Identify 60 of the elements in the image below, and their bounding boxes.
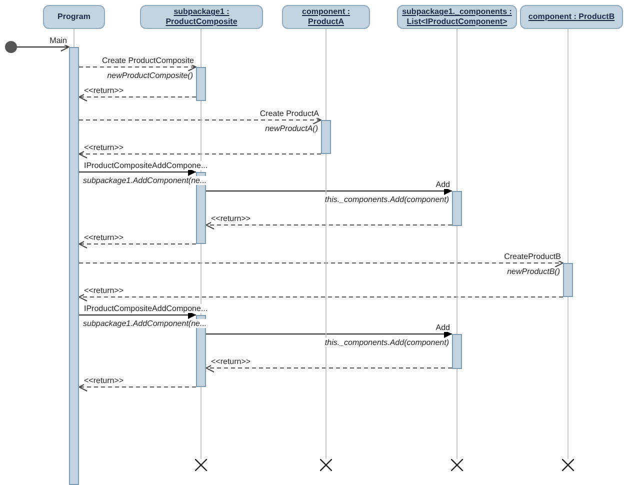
message-label: Create ProductComposite (102, 56, 194, 65)
message-arrow (78, 150, 322, 158)
message-arrow (78, 92, 196, 102)
method-signature: this._components.Add(component) (324, 338, 449, 347)
message-arrow (16, 42, 70, 52)
message-arrow (206, 220, 452, 230)
lifeline (200, 28, 202, 68)
activation-bar (452, 191, 462, 226)
activation-bar (563, 263, 573, 297)
message-label: CreateProductB (504, 252, 561, 261)
message-label: IProductCompositeAddCompone... (84, 161, 208, 170)
lifeline (456, 368, 458, 460)
message-arrow (78, 258, 564, 268)
method-signature: newProductB() (507, 267, 560, 276)
destroy-mark-icon (562, 459, 574, 471)
lifeline-header: subpackage1._components : List<IProductComponent> (397, 5, 517, 29)
message-label: Add (436, 323, 450, 332)
message-arrow (78, 311, 196, 319)
lifeline-header: subpackage1 : ProductComposite (140, 5, 263, 29)
lifeline (456, 226, 458, 334)
lifeline (200, 100, 202, 172)
message-label: Create ProductA (260, 109, 319, 118)
initial-node (5, 41, 17, 53)
method-signature: subpackage1.AddComponent(ne... (83, 319, 207, 328)
method-signature: newProductA() (265, 124, 318, 133)
message-arrow (78, 62, 196, 72)
lifeline-header: component : ProductB (520, 5, 623, 29)
activation-bar (452, 334, 462, 369)
message-label: Main (50, 36, 67, 45)
lifeline-header: component : ProductA (282, 5, 370, 29)
message-label: <<return>> (211, 214, 251, 223)
message-arrow (206, 330, 452, 338)
lifeline (200, 244, 202, 316)
activation-bar (69, 47, 79, 485)
message-label: <<return>> (211, 357, 251, 366)
message-label: IProductCompositeAddCompone... (84, 304, 208, 313)
method-signature: newProductComposite() (107, 71, 193, 80)
message-arrow (206, 364, 452, 372)
lifeline-header: Program (43, 5, 105, 29)
method-signature: this._components.Add(component) (324, 195, 449, 204)
message-label: Add (436, 180, 450, 189)
destroy-mark-icon (195, 459, 207, 471)
destroy-mark-icon (320, 459, 332, 471)
message-label: <<return>> (84, 143, 124, 152)
message-arrow (78, 292, 564, 302)
lifeline (200, 386, 202, 460)
destroy-mark-icon (451, 459, 463, 471)
method-signature: subpackage1.AddComponent(ne... (83, 176, 207, 185)
message-arrow (78, 382, 196, 392)
message-arrow (78, 168, 196, 176)
message-arrow (78, 116, 322, 124)
message-label: <<return>> (84, 233, 124, 242)
message-arrow (78, 240, 196, 248)
message-arrow (206, 187, 452, 195)
activation-bar (321, 120, 331, 154)
message-label: <<return>> (84, 86, 124, 95)
message-label: <<return>> (84, 286, 124, 295)
lifeline (456, 28, 458, 192)
message-label: <<return>> (84, 376, 124, 385)
activation-bar (196, 67, 206, 101)
